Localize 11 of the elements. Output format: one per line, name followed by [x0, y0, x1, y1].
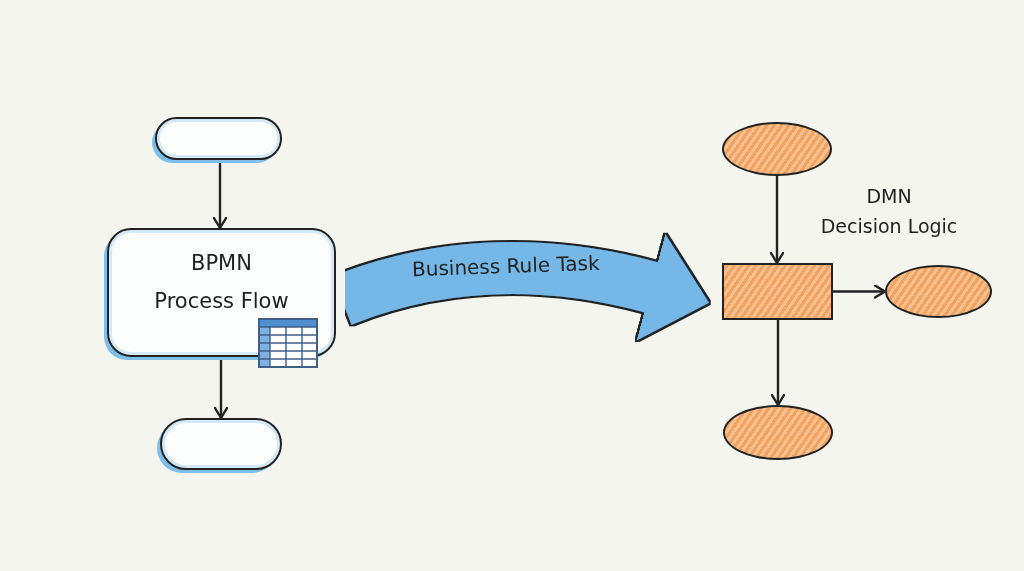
node-label: BPMN Process Flow	[154, 249, 289, 315]
arrow	[833, 284, 887, 299]
arrow	[769, 176, 785, 265]
arrow	[213, 357, 229, 420]
rounded-pill	[160, 418, 282, 470]
edge-label: Business Rule Task	[411, 249, 600, 283]
arrow	[212, 160, 228, 230]
heading-text: DMN Decision Logic	[819, 184, 959, 239]
rounded-pill	[155, 117, 282, 160]
arrow	[770, 320, 786, 407]
rectangle	[722, 263, 833, 320]
